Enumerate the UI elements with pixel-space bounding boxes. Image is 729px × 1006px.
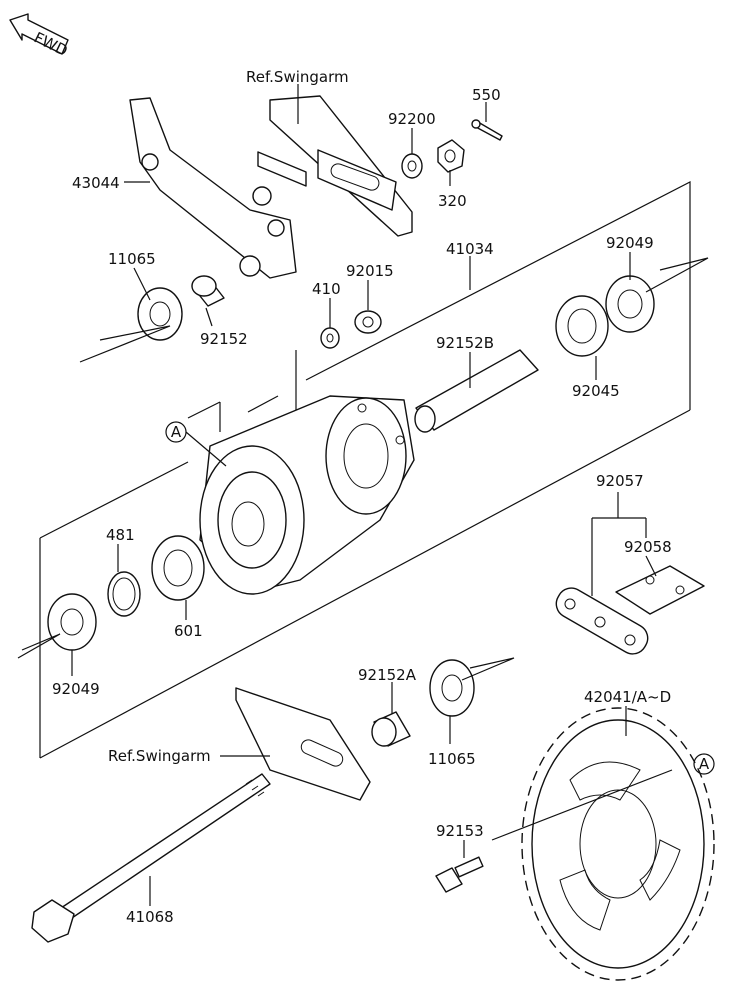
- fwd-arrow-icon: FWD: [9, 13, 70, 60]
- part-label-11065-left: 11065: [108, 250, 156, 268]
- chain-92057: [555, 587, 649, 655]
- bearing-92045: [555, 295, 609, 357]
- part-label-11065-right: 11065: [428, 750, 476, 768]
- seal-92049-top: [605, 275, 655, 333]
- washer-92200: [401, 153, 423, 179]
- rear-hub: [199, 395, 415, 595]
- ref-swingarm-bottom-label: Ref.Swingarm: [108, 747, 211, 765]
- marker-a-left: A: [165, 421, 187, 443]
- bracket-43044: [129, 97, 297, 279]
- part-label-43044: 43044: [72, 174, 120, 192]
- part-label-92152A: 92152A: [358, 666, 417, 684]
- washer-410: [320, 327, 340, 349]
- axle-41068: [31, 773, 271, 943]
- marker-label-right: A: [699, 755, 710, 773]
- collar-92152: [191, 275, 225, 307]
- seal-11065-right: [429, 659, 475, 717]
- seal-92049-bottom: [47, 593, 97, 651]
- part-label-92045: 92045: [572, 382, 620, 400]
- circlip-481: [107, 571, 141, 617]
- marker-label-left: A: [171, 423, 182, 441]
- tube-92152B: [414, 349, 539, 433]
- master-link-92058: [615, 565, 705, 615]
- part-label-320: 320: [438, 192, 467, 210]
- cotter-pin-550: [471, 119, 503, 141]
- leader-lines: [17, 84, 709, 906]
- part-label-92015: 92015: [346, 262, 394, 280]
- collar-92152A: [371, 711, 411, 747]
- nut-320: [437, 139, 465, 173]
- part-label-92057: 92057: [596, 472, 644, 490]
- bearing-601: [151, 535, 205, 601]
- seal-11065-left: [137, 287, 183, 341]
- part-label-92049-bottom: 92049: [52, 680, 100, 698]
- part-label-550: 550: [472, 86, 501, 104]
- part-label-481: 481: [106, 526, 135, 544]
- part-label-42041: 42041/A~D: [584, 688, 671, 706]
- part-label-92153: 92153: [436, 822, 484, 840]
- nut-92015: [354, 310, 382, 334]
- swingarm-lower: [235, 687, 371, 801]
- part-label-92200: 92200: [388, 110, 436, 128]
- part-label-92049-top: 92049: [606, 234, 654, 252]
- sprocket-42041: [521, 707, 715, 981]
- bolt-92153: [435, 856, 484, 893]
- part-label-41068: 41068: [126, 908, 174, 926]
- marker-a-right: A: [693, 753, 715, 775]
- part-label-410: 410: [312, 280, 341, 298]
- part-label-92152B: 92152B: [436, 334, 494, 352]
- ref-swingarm-top-label: Ref.Swingarm: [246, 68, 349, 86]
- swingarm-upper: [257, 95, 413, 237]
- part-label-41034: 41034: [446, 240, 494, 258]
- part-label-92152: 92152: [200, 330, 248, 348]
- fwd-label: FWD: [31, 28, 70, 60]
- part-label-601: 601: [174, 622, 203, 640]
- part-label-92058: 92058: [624, 538, 672, 556]
